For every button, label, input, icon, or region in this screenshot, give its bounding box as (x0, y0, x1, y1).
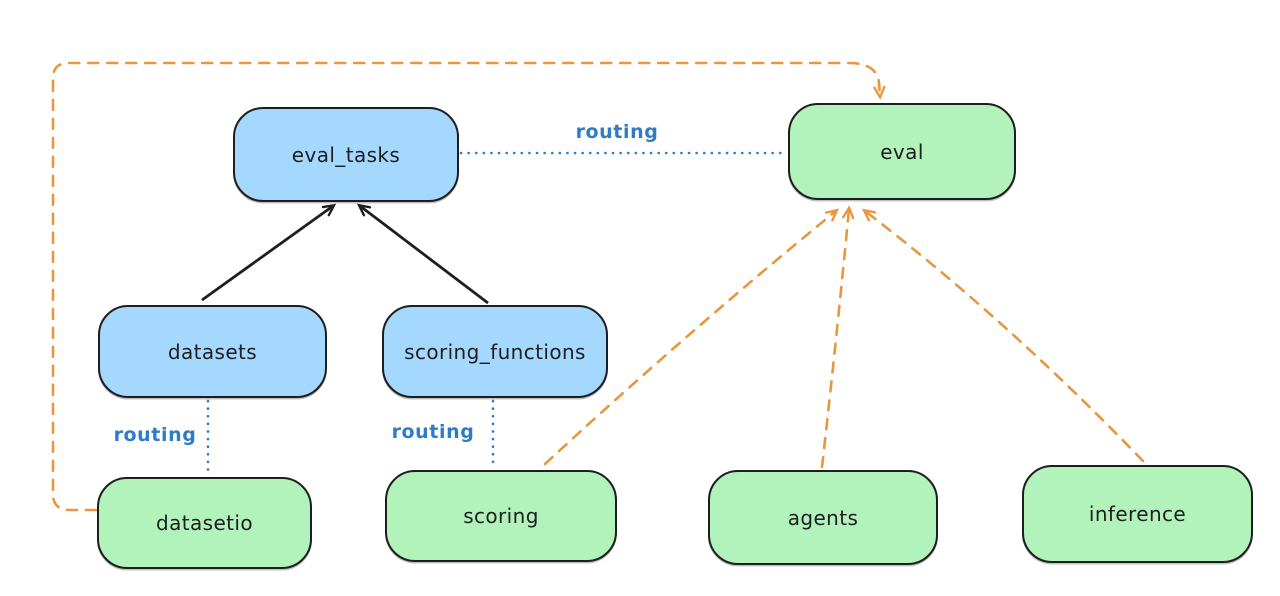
edge-label-routing-mid: routing (391, 421, 475, 443)
edge-agents-to-eval[interactable] (820, 209, 849, 469)
edge-datasetio-to-eval[interactable] (51, 61, 880, 512)
node-eval-tasks-label: eval_tasks (291, 142, 401, 167)
node-agents-label: agents (787, 505, 859, 530)
node-datasetio-label: datasetio (155, 511, 253, 535)
edge-datasets-to-eval-tasks[interactable] (201, 206, 333, 302)
edge-scoring-functions-to-eval-tasks[interactable] (360, 206, 489, 305)
node-agents[interactable]: agents (708, 470, 938, 565)
node-inference[interactable]: inference (1022, 465, 1253, 563)
node-datasets[interactable]: datasets (98, 305, 327, 398)
edge-label-routing-top: routing (575, 121, 659, 143)
node-scoring-functions-label: scoring_functions (404, 339, 586, 364)
node-datasets-label: datasets (167, 339, 258, 364)
edge-inference-to-eval[interactable] (865, 211, 1145, 463)
node-scoring-functions[interactable]: scoring_functions (382, 305, 608, 398)
edge-label-routing-left: routing (113, 424, 197, 446)
node-datasetio[interactable]: datasetio (97, 477, 312, 569)
node-eval[interactable]: eval (788, 103, 1016, 200)
node-eval-label: eval (880, 139, 924, 164)
node-inference-label: inference (1088, 502, 1187, 526)
node-scoring[interactable]: scoring (385, 470, 617, 562)
edge-scoring-to-eval[interactable] (543, 211, 836, 466)
node-eval-tasks[interactable]: eval_tasks (233, 107, 459, 202)
node-scoring-label: scoring (463, 504, 539, 528)
